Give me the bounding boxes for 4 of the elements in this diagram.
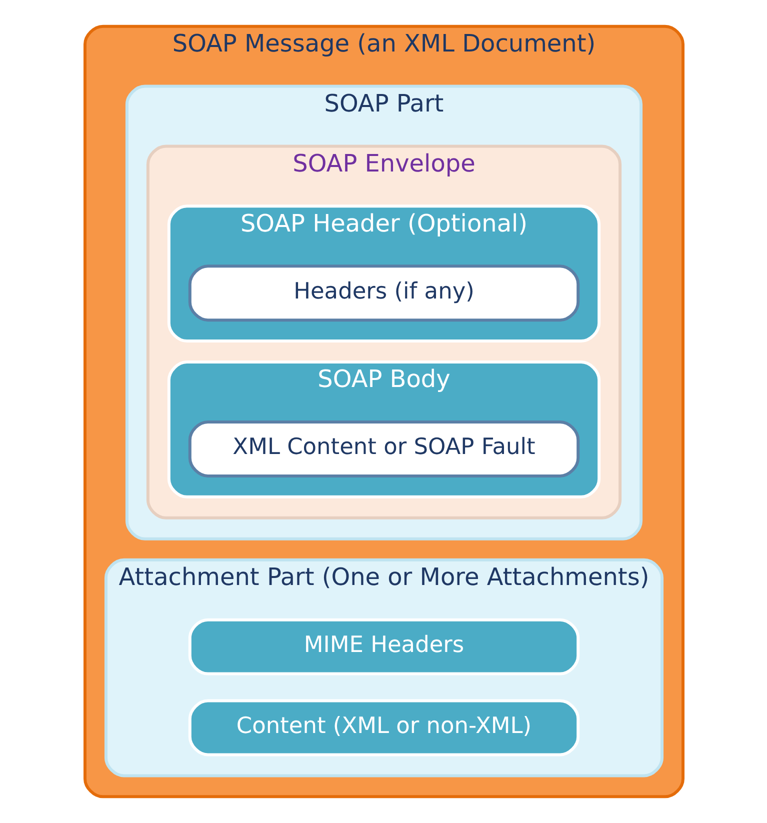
node-box: Content (XML or non-XML) [188,699,580,756]
node-box: MIME Headers [188,618,580,676]
node-box: XML Content or SOAP Fault [188,420,580,478]
node-box: Headers (if any) [188,264,580,322]
